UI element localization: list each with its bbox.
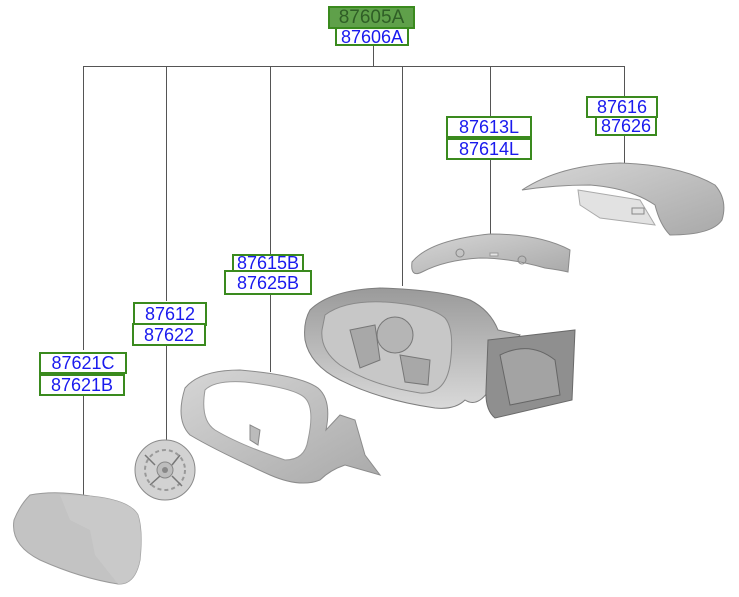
side-repeater-lamp-part[interactable] bbox=[411, 233, 571, 275]
bezel-frame-part[interactable] bbox=[180, 369, 382, 484]
leader-line-repeater-lower bbox=[490, 160, 491, 235]
scalp-cover-part[interactable] bbox=[521, 162, 725, 236]
leader-line-housing bbox=[402, 66, 403, 286]
callout-glass-primary[interactable]: 87621C bbox=[39, 352, 127, 374]
leader-line-bezel-lower bbox=[270, 294, 271, 372]
callout-bezel-primary[interactable]: 87615B bbox=[232, 254, 304, 272]
leader-line-actuator bbox=[166, 66, 167, 301]
leader-line-assembly bbox=[373, 46, 374, 66]
callout-bezel-secondary[interactable]: 87625B bbox=[224, 270, 312, 295]
callout-actuator-secondary[interactable]: 87622 bbox=[132, 323, 206, 346]
callout-cover-secondary[interactable]: 87626 bbox=[595, 116, 657, 136]
callout-repeater-secondary[interactable]: 87614L bbox=[446, 138, 532, 160]
leader-line-repeater bbox=[490, 66, 491, 116]
leader-line-mirror-glass bbox=[83, 66, 84, 350]
leader-line-cover bbox=[624, 66, 625, 96]
assembly-label-secondary[interactable]: 87606A bbox=[335, 27, 409, 46]
callout-actuator-primary[interactable]: 87612 bbox=[133, 302, 207, 326]
assembly-label-primary[interactable]: 87605A bbox=[328, 6, 415, 29]
callout-cover-primary[interactable]: 87616 bbox=[586, 96, 658, 118]
leader-line-mirror-glass-lower bbox=[83, 396, 84, 496]
leader-line-actuator-lower bbox=[166, 346, 167, 446]
mirror-housing-part[interactable] bbox=[304, 287, 576, 419]
leader-line-cover-lower bbox=[624, 136, 625, 164]
callout-repeater-primary[interactable]: 87613L bbox=[446, 116, 532, 138]
leader-line-horizontal-bus bbox=[83, 66, 625, 67]
leader-line-bezel bbox=[270, 66, 271, 254]
callout-glass-secondary[interactable]: 87621B bbox=[39, 374, 125, 396]
mirror-glass-part[interactable] bbox=[13, 492, 142, 585]
actuator-part[interactable] bbox=[134, 439, 196, 501]
